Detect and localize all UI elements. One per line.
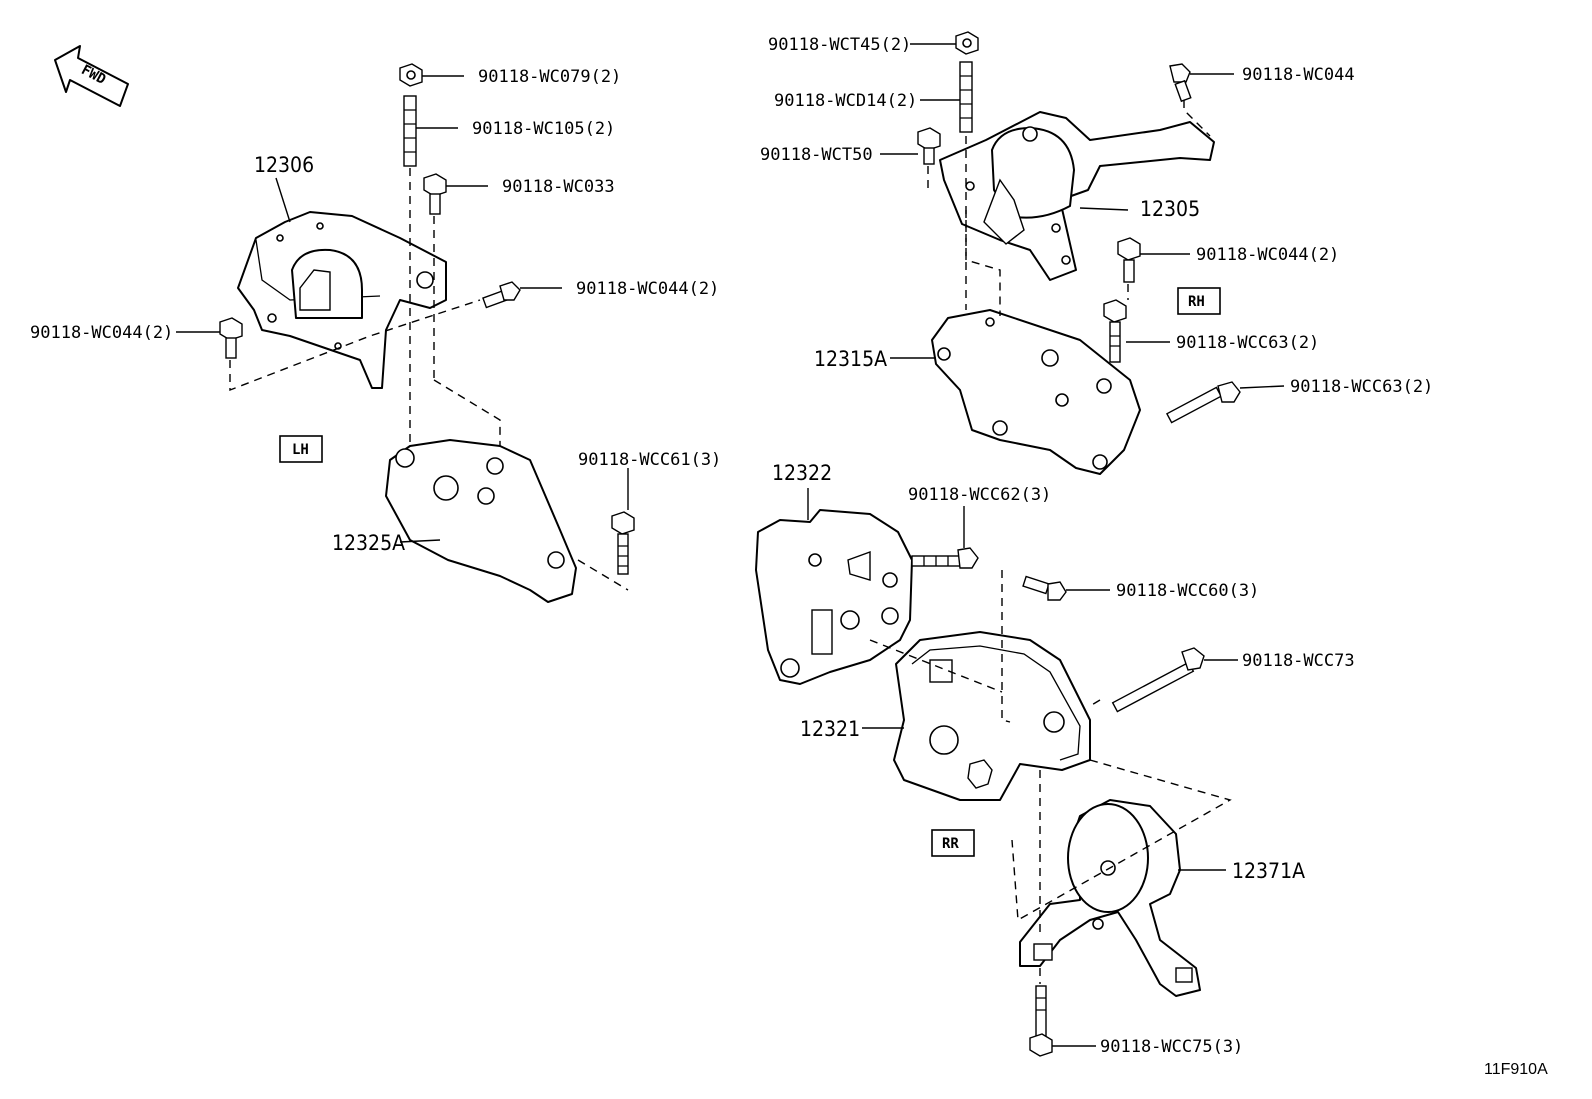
part-12306-drawing — [237, 211, 447, 389]
labels: 90118-WC079(2) 90118-WC105(2) 90118-WC03… — [30, 35, 1548, 1078]
label-part-12371A: 12371A — [1232, 859, 1305, 883]
fastener-wc044-mid-drawing — [482, 281, 521, 309]
section-rh: RH — [1188, 294, 1205, 310]
figure-code: 11F910A — [1484, 1061, 1548, 1078]
label-part-12321: 12321 — [800, 717, 860, 741]
label-90118-wcc62: 90118-WCC62(3) — [908, 485, 1051, 505]
fastener-wcc61-drawing — [611, 511, 635, 575]
part-12371A-drawing — [1019, 799, 1201, 997]
rh-leader-lines — [880, 43, 1285, 389]
label-90118-wc079: 90118-WC079(2) — [478, 67, 621, 87]
section-rr: RR — [942, 836, 959, 852]
label-part-12315A: 12315A — [814, 347, 887, 371]
label-90118-wc033: 90118-WC033 — [502, 177, 615, 197]
part-12305-drawing — [939, 111, 1215, 281]
label-part-12322: 12322 — [772, 461, 832, 485]
fastener-wcc63-a-drawing — [1103, 299, 1127, 363]
section-box-rh: RH — [1177, 287, 1221, 315]
part-12322-drawing — [755, 509, 913, 685]
lh-leader-lines — [176, 75, 629, 591]
fastener-wcc73-drawing — [1111, 647, 1205, 713]
label-90118-wc044-top: 90118-WC044 — [1242, 65, 1355, 85]
fastener-wc044-top-drawing — [1169, 63, 1192, 103]
fastener-wct50-drawing — [917, 127, 941, 165]
label-90118-wc044-mid: 90118-WC044(2) — [576, 279, 719, 299]
label-part-12305: 12305 — [1140, 197, 1200, 221]
fastener-wcd14-drawing — [959, 61, 973, 133]
label-90118-wc105: 90118-WC105(2) — [472, 119, 615, 139]
fastener-wct45-drawing — [955, 31, 979, 55]
label-90118-wcc61: 90118-WCC61(3) — [578, 450, 721, 470]
fastener-wc044-left-drawing — [219, 317, 243, 359]
section-box-rr: RR — [931, 829, 975, 857]
part-12315A-drawing — [931, 309, 1141, 475]
label-90118-wc044-right: 90118-WC044(2) — [1196, 245, 1339, 265]
label-90118-wcc60: 90118-WCC60(3) — [1116, 581, 1259, 601]
label-90118-wct50: 90118-WCT50 — [760, 145, 873, 165]
fastener-wcc63-b-drawing — [1165, 381, 1241, 424]
fastener-wcc62-drawing — [911, 547, 979, 569]
label-part-12325A: 12325A — [332, 531, 405, 555]
section-box-lh: LH — [279, 435, 323, 463]
label-90118-wct45: 90118-WCT45(2) — [768, 35, 911, 55]
label-90118-wcc73: 90118-WCC73 — [1242, 651, 1355, 671]
fastener-wcc60-drawing — [1022, 575, 1067, 601]
label-90118-wcc63-a: 90118-WCC63(2) — [1176, 333, 1319, 353]
fastener-wcc75-drawing — [1029, 985, 1053, 1057]
fwd-arrow-icon: FWD — [54, 45, 129, 107]
label-90118-wcc75: 90118-WCC75(3) — [1100, 1037, 1243, 1057]
fastener-wc105-drawing — [403, 95, 417, 167]
fastener-wc033-drawing — [423, 173, 447, 215]
fastener-wc079-drawing — [399, 63, 423, 87]
label-90118-wc044-left: 90118-WC044(2) — [30, 323, 173, 343]
fastener-wc044-right-drawing — [1117, 237, 1141, 283]
part-12325A-drawing — [385, 439, 577, 603]
label-90118-wcd14: 90118-WCD14(2) — [774, 91, 917, 111]
rr-leader-lines — [807, 488, 1238, 1047]
part-12321-drawing — [893, 631, 1091, 801]
section-lh: LH — [292, 442, 309, 458]
label-90118-wcc63-b: 90118-WCC63(2) — [1290, 377, 1433, 397]
label-part-12306: 12306 — [254, 153, 314, 177]
